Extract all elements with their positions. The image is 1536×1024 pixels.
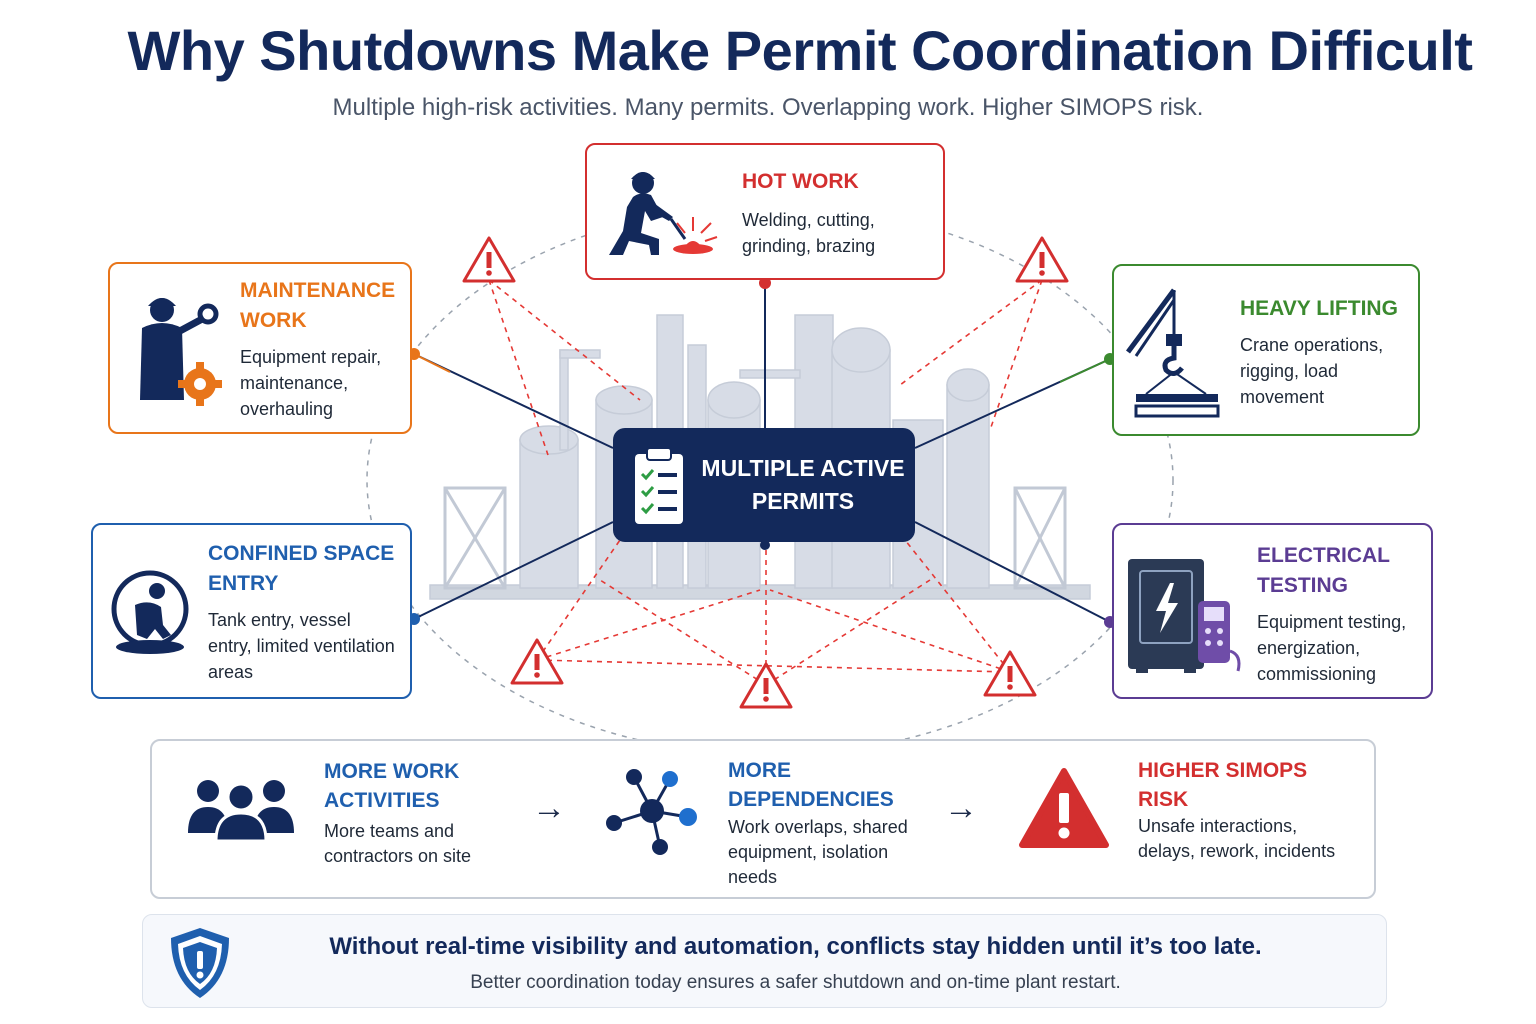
connector-dot	[760, 540, 770, 550]
page-subtitle: Multiple high-risk activities. Many perm…	[332, 94, 1204, 121]
card-maintenance-work: MAINTENANCE WORK Equipment repair, maint…	[108, 262, 412, 434]
card-connectors	[413, 283, 1111, 623]
center-label: MULTIPLE ACTIVE PERMITS	[701, 455, 905, 514]
card-title: CONFINED SPACE ENTRY	[208, 542, 395, 595]
arrow-right-icon: →	[532, 789, 566, 827]
card-description: Crane operations, rigging, load movement	[1240, 335, 1384, 407]
card-description: Equipment repair, maintenance, overhauli…	[240, 347, 382, 419]
page-title: Why Shutdowns Make Permit Coordination D…	[127, 19, 1473, 82]
card-electrical-testing: ELECTRICAL TESTING Equipment testing, en…	[1112, 523, 1433, 699]
electrical-panel-meter-icon	[1128, 559, 1241, 673]
flow-step-description: Work overlaps, shared equipment, isolati…	[728, 817, 908, 887]
footer-sub-text: Better coordination today ensures a safe…	[470, 972, 1121, 993]
card-title: HEAVY LIFTING	[1240, 297, 1398, 320]
people-group-icon	[188, 780, 294, 841]
connector-dot	[759, 277, 771, 289]
consequence-flow-strip: MORE WORK ACTIVITIES More teams and cont…	[150, 739, 1376, 899]
network-nodes-icon	[606, 769, 697, 855]
warning-triangle-icon	[510, 638, 564, 685]
flow-step-title: MORE DEPENDENCIES	[728, 759, 894, 811]
multiple-active-permits-box: MULTIPLE ACTIVE PERMITS	[613, 428, 915, 542]
flow-step-title: MORE WORK ACTIVITIES	[324, 760, 460, 812]
arrow-right-icon: →	[944, 789, 978, 827]
card-title: ELECTRICAL TESTING	[1257, 544, 1390, 597]
footer-main-text: Without real-time visibility and automat…	[329, 933, 1262, 960]
clipboard-checklist-icon	[635, 447, 683, 524]
card-heavy-lifting: HEAVY LIFTING Crane operations, rigging,…	[1112, 264, 1420, 436]
welder-icon	[609, 172, 718, 255]
warning-triangle-icon	[1015, 236, 1069, 283]
flow-step-title: HIGHER SIMOPS RISK	[1138, 759, 1308, 811]
manhole-worker-icon	[111, 570, 189, 654]
orbit-ellipse	[366, 204, 1174, 756]
shield-alert-icon	[171, 928, 229, 998]
risk-links	[488, 279, 1043, 686]
card-description: Equipment testing, energization, commiss…	[1257, 612, 1407, 684]
card-hot-work: HOT WORK Welding, cutting, grinding, bra…	[585, 143, 945, 280]
flow-step-description: More teams and contractors on site	[324, 821, 472, 866]
warning-triangle-icon	[739, 662, 793, 709]
card-description: Tank entry, vessel entry, limited ventil…	[208, 610, 395, 682]
crane-hook-icon	[1125, 288, 1220, 418]
warning-triangle-icon	[462, 236, 516, 283]
card-confined-space-entry: CONFINED SPACE ENTRY Tank entry, vessel …	[91, 523, 412, 699]
flow-step-description: Unsafe interactions, delays, rework, inc…	[1138, 816, 1336, 861]
card-description: Welding, cutting, grinding, brazing	[742, 210, 876, 256]
warning-triangle-icon	[1019, 768, 1109, 848]
worker-wrench-gear-icon	[140, 298, 222, 406]
card-title: HOT WORK	[742, 170, 859, 193]
footer-banner: Without real-time visibility and automat…	[142, 914, 1387, 1008]
card-title: MAINTENANCE WORK	[240, 279, 396, 332]
warning-triangle-icon	[983, 650, 1037, 697]
